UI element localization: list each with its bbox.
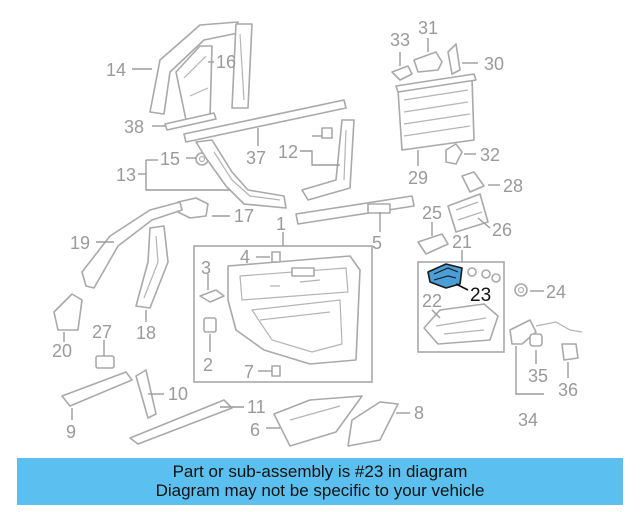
label-29: 29	[408, 168, 428, 188]
part-11-long-sill	[129, 399, 233, 445]
label-5: 5	[372, 233, 382, 253]
part-6-curved-panel	[273, 395, 363, 447]
part-1-door-panel	[227, 255, 361, 365]
label-13: 13	[116, 165, 136, 185]
label-33: 33	[390, 30, 410, 50]
label-11: 11	[247, 397, 266, 417]
label-12: 12	[278, 142, 298, 162]
part-19-curved-trim	[81, 201, 183, 289]
part-9-sill	[61, 371, 133, 407]
part-7-clip	[271, 365, 281, 377]
label-15: 15	[160, 149, 180, 169]
label-31: 31	[418, 18, 438, 38]
part-4-clip	[271, 251, 281, 263]
part-24-cap	[514, 283, 528, 297]
label-14: 14	[106, 60, 126, 80]
label-1: 1	[276, 214, 286, 234]
part-26-switch-panel	[447, 193, 489, 233]
banner-line-2: Diagram may not be specific to your vehi…	[155, 481, 485, 500]
label-7: 7	[244, 362, 254, 382]
label-32: 32	[480, 145, 500, 165]
part-33-clip	[391, 65, 413, 81]
part-13-lower-pillar-trim	[195, 139, 287, 209]
part-21-small-parts	[467, 267, 501, 283]
label-9: 9	[66, 422, 76, 442]
part-18-vertical-trim	[135, 225, 169, 309]
part-30-guide	[447, 43, 461, 75]
label-3: 3	[201, 258, 211, 278]
label-20: 20	[52, 341, 72, 361]
part-37-molding	[183, 99, 347, 143]
part-38-strip	[164, 112, 217, 131]
part-14-pillar-trim	[149, 21, 239, 121]
sub-assembly-box-21	[417, 261, 505, 353]
label-34: 34	[518, 410, 538, 430]
label-16: 16	[216, 52, 236, 72]
label-27: 27	[92, 322, 112, 342]
part-32-clip	[445, 143, 463, 165]
label-8: 8	[414, 403, 424, 423]
label-4: 4	[240, 247, 250, 267]
part-22-handle-assembly	[423, 303, 499, 345]
part-12-side-trim	[301, 119, 355, 201]
part-31-bracket	[413, 51, 443, 73]
part-25-handle	[417, 233, 449, 255]
label-25: 25	[422, 203, 442, 223]
info-banner: Part or sub-assembly is #23 in diagram D…	[17, 458, 623, 505]
banner-line-1: Part or sub-assembly is #23 in diagram	[172, 462, 468, 481]
label-18: 18	[136, 323, 156, 343]
label-38: 38	[124, 117, 144, 137]
part-8-panel	[347, 401, 399, 447]
label-36: 36	[558, 380, 578, 400]
label-21: 21	[452, 232, 472, 252]
label-10: 10	[168, 384, 188, 404]
label-19: 19	[70, 233, 90, 253]
part-16-pillar-cover	[231, 23, 253, 109]
label-22: 22	[422, 291, 442, 311]
part-10-strip	[135, 369, 157, 419]
part-34-switch	[509, 319, 583, 345]
label-35: 35	[528, 366, 548, 386]
part-5-rail	[295, 195, 415, 225]
label-28: 28	[503, 176, 523, 196]
part-35-grommet	[529, 333, 543, 347]
part-29-sunshade	[395, 73, 477, 151]
part-36-connector	[561, 343, 579, 361]
part-2-clip	[203, 317, 217, 333]
label-23: 23	[470, 285, 491, 306]
part-23-highlighted	[427, 263, 463, 289]
label-24: 24	[546, 282, 566, 302]
label-26: 26	[492, 220, 512, 240]
label-17: 17	[234, 206, 254, 226]
label-37: 37	[246, 148, 266, 168]
part-17-bracket	[177, 197, 209, 219]
part-27-clip	[95, 355, 115, 369]
label-6: 6	[250, 420, 260, 440]
part-20-small-trim	[53, 293, 83, 331]
part-3-switch	[199, 289, 225, 303]
label-30: 30	[484, 54, 504, 74]
part-28-holder	[461, 171, 485, 193]
label-2: 2	[203, 355, 213, 375]
